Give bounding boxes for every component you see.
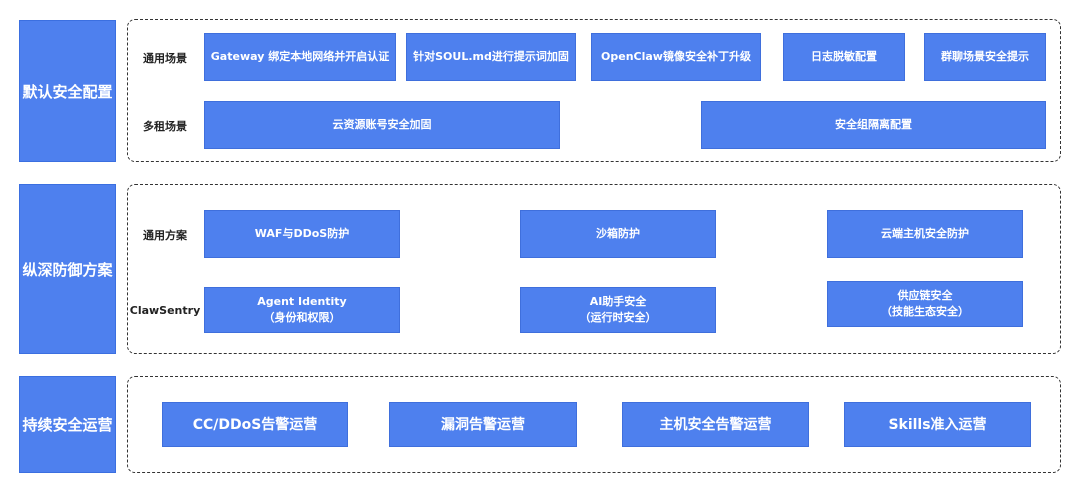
box-waf-ddos-protection: WAF与DDoS防护 [204,210,400,258]
row-label-clawsentry: ClawSentry [129,303,201,317]
box-supply-chain-security-subtitle: （技能生态安全） [881,305,969,318]
box-supply-chain-security: 供应链安全 （技能生态安全） [827,281,1023,327]
section-label-continuous-operations: 持续安全运营 [19,376,116,473]
box-cloud-host-protection: 云端主机安全防护 [827,210,1023,258]
box-soul-prompt-hardening: 针对SOUL.md进行提示词加固 [406,33,576,81]
box-group-chat-warning: 群聊场景安全提示 [924,33,1046,81]
row-label-multi-tenant-scenario: 多租场景 [143,120,187,133]
box-agent-identity: Agent Identity （身份和权限） [204,287,400,333]
box-ai-assistant-security-subtitle: （运行时安全） [579,311,657,324]
row-label-general-scenario: 通用场景 [143,52,187,65]
box-sandbox-protection: 沙箱防护 [520,210,716,258]
box-security-group-isolation: 安全组隔离配置 [701,101,1046,149]
box-cc-ddos-alert-ops: CC/DDoS告警运营 [162,402,348,447]
box-ai-assistant-security: AI助手安全 （运行时安全） [520,287,716,333]
box-vulnerability-alert-ops: 漏洞告警运营 [389,402,577,447]
box-supply-chain-security-title: 供应链安全 [897,289,953,302]
box-ai-assistant-security-title: AI助手安全 [589,295,647,308]
box-gateway-local-auth: Gateway 绑定本地网络并开启认证 [204,33,396,81]
box-agent-identity-subtitle: （身份和权限） [263,311,341,324]
row-label-general-solution: 通用方案 [143,229,187,242]
box-agent-identity-title: Agent Identity [257,295,347,308]
box-cloud-account-hardening: 云资源账号安全加固 [204,101,560,149]
box-host-security-alert-ops: 主机安全告警运营 [622,402,809,447]
section-label-defense-in-depth: 纵深防御方案 [19,184,116,354]
section-label-default-config: 默认安全配置 [19,20,116,162]
box-log-masking: 日志脱敏配置 [783,33,905,81]
box-openclaw-image-patch: OpenClaw镜像安全补丁升级 [591,33,761,81]
box-skills-admission-ops: Skills准入运营 [844,402,1031,447]
